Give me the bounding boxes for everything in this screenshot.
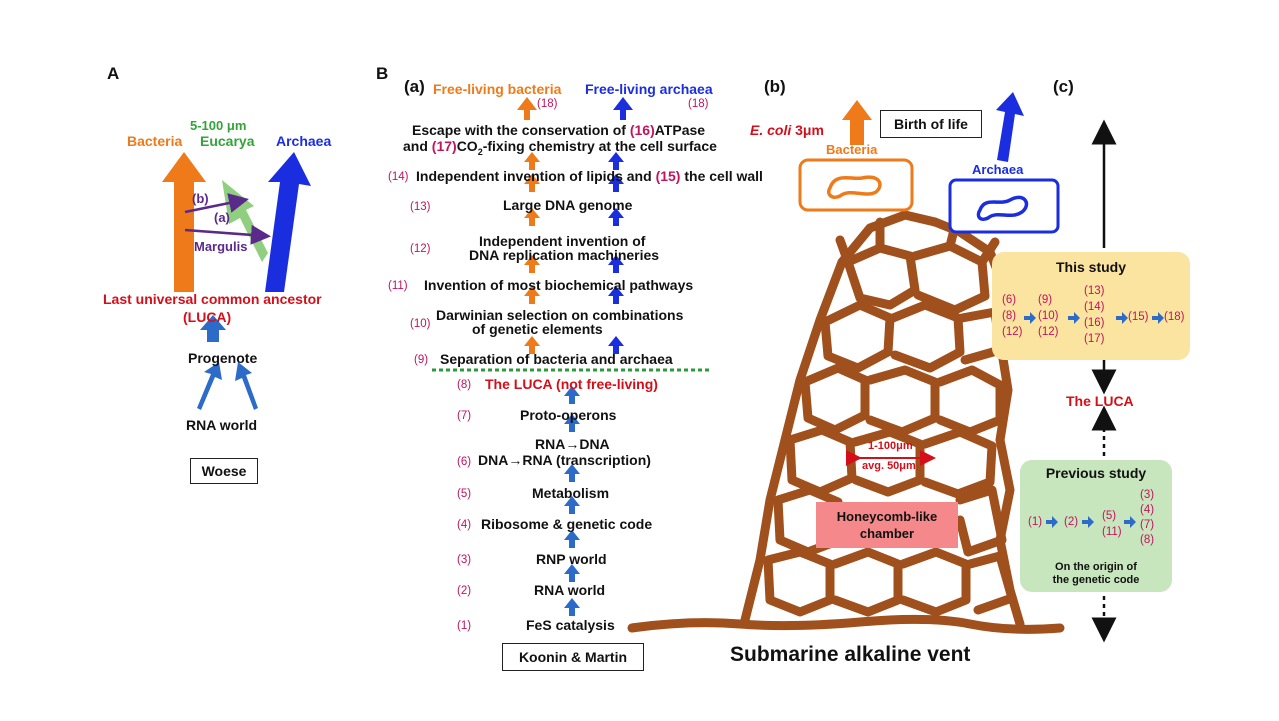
this-study-col4: (15) (1128, 311, 1149, 323)
this-study-col1: (6)(8)(12) (1002, 294, 1023, 338)
step-1-text: FeS catalysis (526, 617, 615, 633)
chamber-size-line1: 1-100μm (868, 440, 913, 452)
birth-of-life-box: Birth of life (880, 110, 982, 138)
subpanel-b-label: (b) (764, 77, 786, 96)
step-10-text-line1: Darwinian selection on combinations (436, 307, 684, 323)
step-17-text: and (17)CO2-fixing chemistry at the cell… (403, 138, 717, 157)
previous-study-caption-line2: the genetic code (1052, 574, 1140, 586)
bacteria-arrow-a (162, 152, 206, 292)
step-12-text-line2: DNA replication machineries (469, 247, 660, 263)
archaea-label-b: Archaea (972, 162, 1024, 177)
step-3-number: (3) (457, 554, 472, 566)
step-8-number: (8) (457, 379, 472, 391)
step-3-text: RNP world (536, 551, 607, 567)
honeycomb-label-box: Honeycomb-like chamber (816, 502, 958, 548)
vent-label: Submarine alkaline vent (730, 643, 971, 666)
chamber-size-line2: avg. 50μm (862, 460, 916, 472)
endosymbiosis-a-arrow (184, 224, 271, 245)
archaea-label-a: Archaea (276, 133, 332, 149)
step-5-text: Metabolism (532, 485, 610, 501)
previous-study-box: Previous study (1) (2) (5)(11) (3)(4)(7)… (1020, 460, 1172, 592)
step-1-number: (1) (457, 620, 472, 632)
step-13-text: Large DNA genome (503, 197, 633, 213)
previous-study-col1: (1) (1028, 516, 1043, 528)
step-7-number: (7) (457, 410, 472, 422)
step-6-text-line1: RNA→DNA (535, 436, 610, 452)
subpanel-c-label: (c) (1053, 77, 1074, 96)
step-2-number: (2) (457, 585, 472, 597)
archaea-arrow-b (996, 92, 1024, 162)
honeycomb-label-line2: chamber (859, 526, 915, 541)
panel-a-label: A (107, 64, 120, 83)
step-10-text-line2: of genetic elements (472, 321, 603, 337)
previous-study-caption-line1: On the origin of (1055, 561, 1137, 573)
this-study-arrows (1024, 312, 1164, 324)
panel-b-label: B (376, 64, 389, 83)
step-4-number: (4) (457, 519, 472, 531)
step-12-text-line1: Independent invention of (479, 233, 646, 249)
endosymbiosis-b-label: (b) (192, 191, 209, 206)
step-2-text: RNA world (534, 582, 606, 598)
previous-study-col3: (5)(11) (1102, 510, 1122, 538)
this-study-col2: (9)(10)(12) (1038, 294, 1059, 338)
free-living-archaea-label: Free-living archaea (585, 81, 713, 97)
step-13-number: (13) (410, 201, 431, 213)
endosymbiosis-b-arrow (184, 193, 249, 214)
previous-study-col2: (2) (1064, 516, 1079, 528)
size-label: 5-100 μm (190, 118, 247, 133)
bacteria-cell-shape (827, 175, 882, 200)
step-7-text: Proto-operons (520, 407, 617, 423)
step-4-text: Ribosome & genetic code (481, 516, 653, 532)
eucarya-label: Eucarya (200, 133, 255, 149)
this-study-title: This study (1055, 259, 1126, 275)
bacteria-arrow-b (842, 100, 872, 145)
subpanel-a-label: (a) (404, 77, 425, 96)
step-10-number: (10) (410, 318, 431, 330)
the-luca-label-c: The LUCA (1066, 393, 1134, 409)
endosymbiosis-a-label: (a) (214, 210, 230, 225)
previous-study-title: Previous study (1045, 465, 1147, 481)
ecoli-size-label: E. coli 3μm (750, 122, 824, 138)
this-study-col3: (13)(14)(16)(17) (1084, 285, 1105, 345)
margulis-label: Margulis (194, 239, 248, 254)
previous-study-col4: (3)(4)(7)(8) (1140, 489, 1155, 546)
bacteria-label-a: Bacteria (127, 133, 183, 149)
step-18-bacteria-number: (18) (537, 98, 558, 110)
this-study-col5: (18) (1164, 311, 1185, 323)
archaea-arrow-a (265, 152, 311, 292)
progenote-arrows (197, 315, 258, 410)
step-5-number: (5) (457, 488, 472, 500)
koonin-martin-box: Koonin & Martin (502, 643, 644, 671)
honeycomb-label-line1: Honeycomb-like (836, 509, 938, 524)
step-9-number: (9) (414, 354, 429, 366)
this-study-box: This study (6)(8)(12) (9)(10)(12) (13)(1… (992, 252, 1190, 360)
step-12-number: (12) (410, 243, 431, 255)
step-14-text: Independent invention of lipids and (15)… (416, 168, 763, 184)
progenote-label: Progenote (188, 350, 258, 366)
previous-study-arrows (1046, 516, 1136, 528)
step-6-text-line2: DNA→RNA (transcription) (478, 452, 651, 468)
luca-label-line2: (LUCA) (183, 309, 232, 325)
bacteria-cell-box (798, 158, 914, 212)
bacteria-label-b: Bacteria (826, 142, 878, 157)
luca-label-line1: Last universal common ancestor (103, 291, 322, 307)
rna-world-label-a: RNA world (186, 417, 258, 433)
step-6-number: (6) (457, 456, 472, 468)
vent-honeycomb (627, 210, 1065, 634)
step-9-text: Separation of bacteria and archaea (440, 351, 673, 367)
step-11-number: (11) (388, 280, 408, 292)
step-11-text: Invention of most biochemical pathways (424, 277, 694, 293)
step-18-archaea-number: (18) (688, 98, 709, 110)
step-arrows (517, 97, 633, 616)
step-14-number: (14) (388, 171, 409, 183)
step-8-text: The LUCA (not free-living) (485, 376, 658, 392)
archaea-cell-box (948, 178, 1060, 234)
archaea-cell-shape (976, 195, 1029, 222)
free-living-bacteria-label: Free-living bacteria (433, 81, 562, 97)
woese-box: Woese (190, 458, 258, 484)
step-16-text: Escape with the conservation of (16)ATPa… (412, 122, 706, 138)
